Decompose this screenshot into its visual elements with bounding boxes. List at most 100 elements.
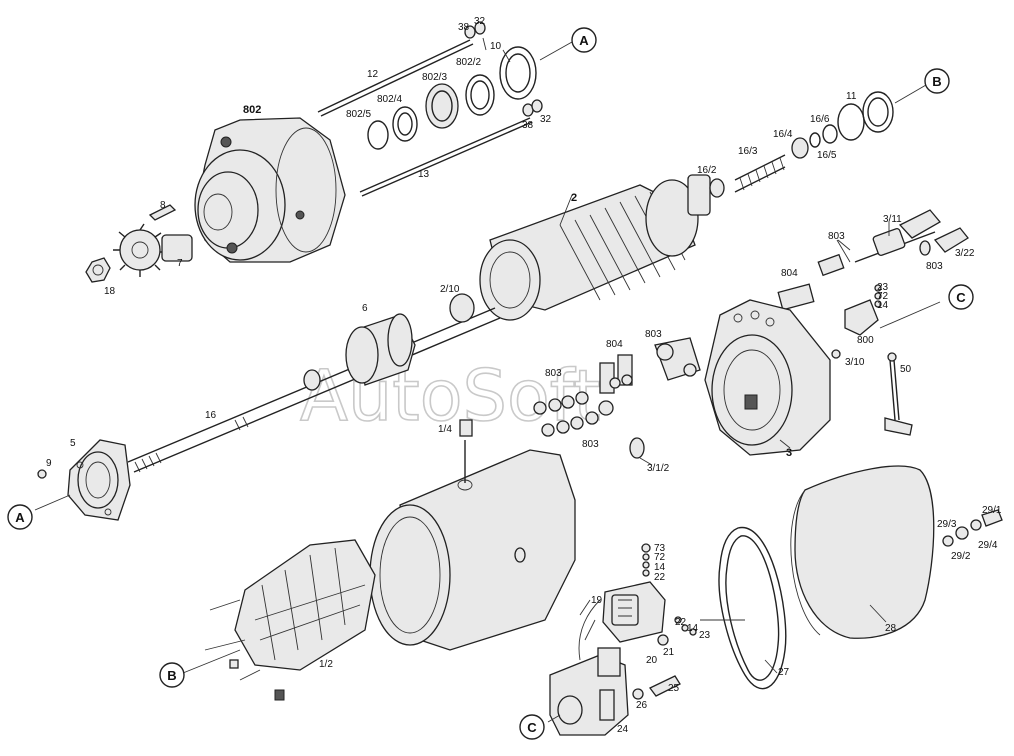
nuts-washers [464,21,543,117]
armature [479,174,711,321]
end-flange [37,439,131,521]
label-16: 16 [205,410,217,421]
label-803e: 803 [582,439,599,450]
brush-spring [831,284,882,359]
label-26: 26 [636,700,648,711]
label-32a: 32 [474,16,486,27]
svg-text:B: B [932,74,941,89]
label-16-4: 16/4 [773,129,793,140]
label-72b: 72 [654,552,666,563]
label-23a: 23 [877,282,889,293]
label-25: 25 [668,683,680,694]
label-800: 800 [857,335,874,346]
label-803b: 803 [926,261,943,272]
svg-text:B: B [167,668,176,683]
label-803d: 803 [545,368,562,379]
label-29-2: 29/2 [951,551,971,562]
relay-bracket [549,599,681,736]
label-802-5: 802/5 [346,109,371,120]
yoke-frame [369,419,576,651]
label-32b: 32 [540,114,552,125]
insulator-washers [533,374,633,437]
ref-circle-a-left: A [7,504,33,530]
label-19: 19 [591,595,603,606]
label-6: 6 [362,303,368,314]
label-2: 2 [571,192,577,204]
label-29-4: 29/4 [978,540,998,551]
drive-sleeve [345,293,475,386]
label-73: 73 [654,543,666,554]
cover-band-28 [790,465,935,639]
commutator-end-shield [704,299,831,456]
label-14a: 14 [877,300,889,311]
ref-circle-c-bottom: C [519,714,545,740]
label-16-3: 16/3 [738,146,758,157]
label-22b: 22 [675,617,687,628]
ref-circle-a-top: A [571,27,597,53]
label-3-11: 3/11 [883,214,902,225]
clamp-screw [942,509,1003,547]
terminal-bolt [817,209,969,277]
label-802-3: 802/3 [422,72,447,83]
label-38b: 38 [522,120,534,131]
bearing-rings [367,46,537,150]
label-12: 12 [367,69,379,80]
field-coils [204,539,376,701]
label-803c: 803 [645,329,662,340]
label-3-22: 3/22 [955,248,975,259]
ref-circle-b-top: B [924,68,950,94]
svg-text:A: A [579,33,589,48]
ref-circle-b-bottom: B [159,662,185,688]
label-804b: 804 [606,339,623,350]
drive-shaft [127,307,501,473]
label-16-5: 16/5 [817,150,837,161]
label-22a: 22 [654,572,666,583]
label-72a: 72 [877,291,889,302]
label-28: 28 [885,623,897,634]
svg-text:C: C [527,720,537,735]
part-labels: 802 12 13 38 32 10 802/2 802/3 802/4 802… [46,16,1002,735]
label-11: 11 [846,91,857,102]
label-8: 8 [160,200,166,211]
svg-text:C: C [956,290,966,305]
terminal-plate [654,337,701,381]
label-10: 10 [490,41,502,52]
label-27: 27 [778,667,790,678]
label-1-2: 1/2 [319,659,333,670]
label-29-1: 29/1 [982,505,1002,516]
spring-washers [709,91,894,198]
label-802-4: 802/4 [377,94,402,105]
label-5: 5 [70,438,76,449]
label-804a: 804 [781,268,798,279]
label-3-10: 3/10 [845,357,865,368]
label-50: 50 [900,364,912,375]
label-18: 18 [104,286,116,297]
label-16-2: 16/2 [697,165,717,176]
label-29-3: 29/3 [937,519,957,530]
connector-link [884,352,913,436]
label-23b: 23 [699,630,711,641]
label-802-2: 802/2 [456,57,481,68]
label-16-6: 16/6 [810,114,830,125]
label-14b: 14 [654,562,666,573]
label-3-1-2: 3/1/2 [647,463,670,474]
label-2-10: 2/10 [440,284,460,295]
drive-end-housing [194,117,346,263]
pinion-assembly [85,204,193,283]
brush-holder-top [599,283,815,394]
bushing [629,437,645,459]
label-803a: 803 [828,231,845,242]
through-bolts [317,39,533,197]
svg-text:A: A [15,510,25,525]
label-14c: 14 [687,623,699,634]
cover-band-27 [718,527,787,690]
label-20: 20 [646,655,658,666]
ref-circle-c-right: C [948,284,974,310]
label-21: 21 [663,647,675,658]
label-3: 3 [786,447,792,459]
label-802: 802 [243,104,261,116]
label-1-4: 1/4 [438,424,452,435]
solenoid-switch [579,543,697,646]
label-9: 9 [46,458,52,469]
